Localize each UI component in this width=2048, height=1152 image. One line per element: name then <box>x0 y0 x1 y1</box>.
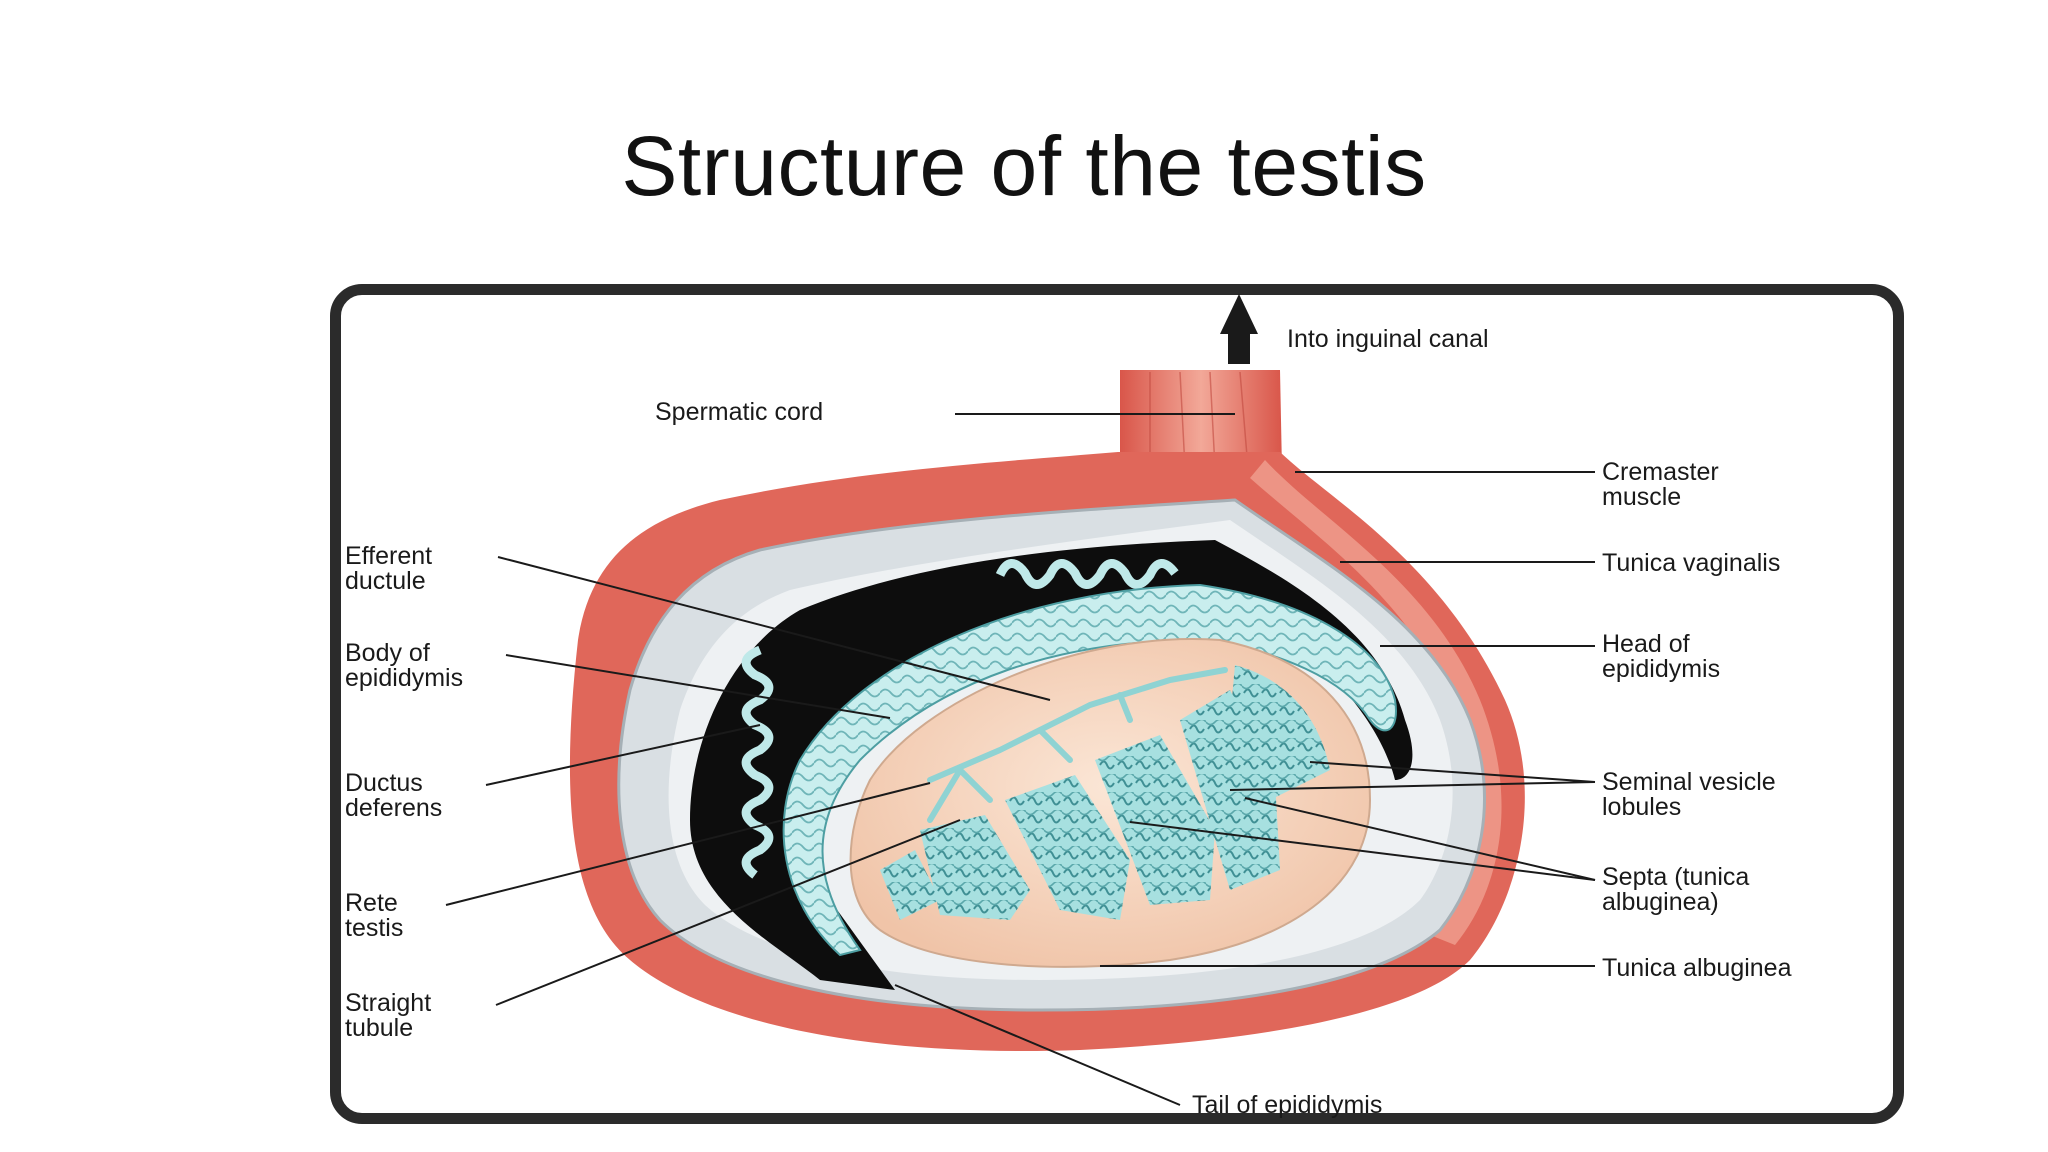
label-straight-tubule: Straight <box>345 989 431 1017</box>
label-rete-testis-2: testis <box>345 914 403 942</box>
slide-title: Structure of the testis <box>621 119 1427 213</box>
label-into-inguinal-canal: Into inguinal canal <box>1287 325 1489 353</box>
label-tunica-vaginalis: Tunica vaginalis <box>1602 549 1780 577</box>
label-body-of-epididymis-2: epididymis <box>345 664 463 692</box>
label-seminal-vesicle-lobules-2: lobules <box>1602 793 1681 821</box>
label-septa: Septa (tunica <box>1602 863 1749 891</box>
label-cremaster-muscle-2: muscle <box>1602 483 1681 511</box>
label-spermatic-cord: Spermatic cord <box>655 398 823 426</box>
label-body-of-epididymis: Body of <box>345 639 430 667</box>
up-arrow-icon <box>1220 294 1258 364</box>
label-efferent-ductule-2: ductule <box>345 567 426 595</box>
rete-testis <box>927 667 1228 823</box>
label-head-of-epididymis: Head of <box>1602 630 1690 658</box>
label-ductus-deferens: Ductus <box>345 769 423 797</box>
label-efferent-ductule: Efferent <box>345 542 432 570</box>
label-seminal-vesicle-lobules: Seminal vesicle <box>1602 768 1776 796</box>
seminal-vesicle-lobules <box>880 665 1330 920</box>
label-ductus-deferens-2: deferens <box>345 794 442 822</box>
label-tunica-albuginea: Tunica albuginea <box>1602 954 1792 982</box>
label-septa-2: albuginea) <box>1602 888 1719 916</box>
leader-lines <box>445 413 1596 1106</box>
label-straight-tubule-2: tubule <box>345 1014 413 1042</box>
label-head-of-epididymis-2: epididymis <box>1602 655 1720 683</box>
label-cremaster-muscle: Cremaster <box>1602 458 1719 486</box>
epididymis <box>782 583 1397 957</box>
label-tail-of-epididymis: Tail of epididymis <box>1192 1091 1382 1119</box>
ductus-deferens <box>741 645 774 879</box>
label-rete-testis: Rete <box>345 889 398 917</box>
